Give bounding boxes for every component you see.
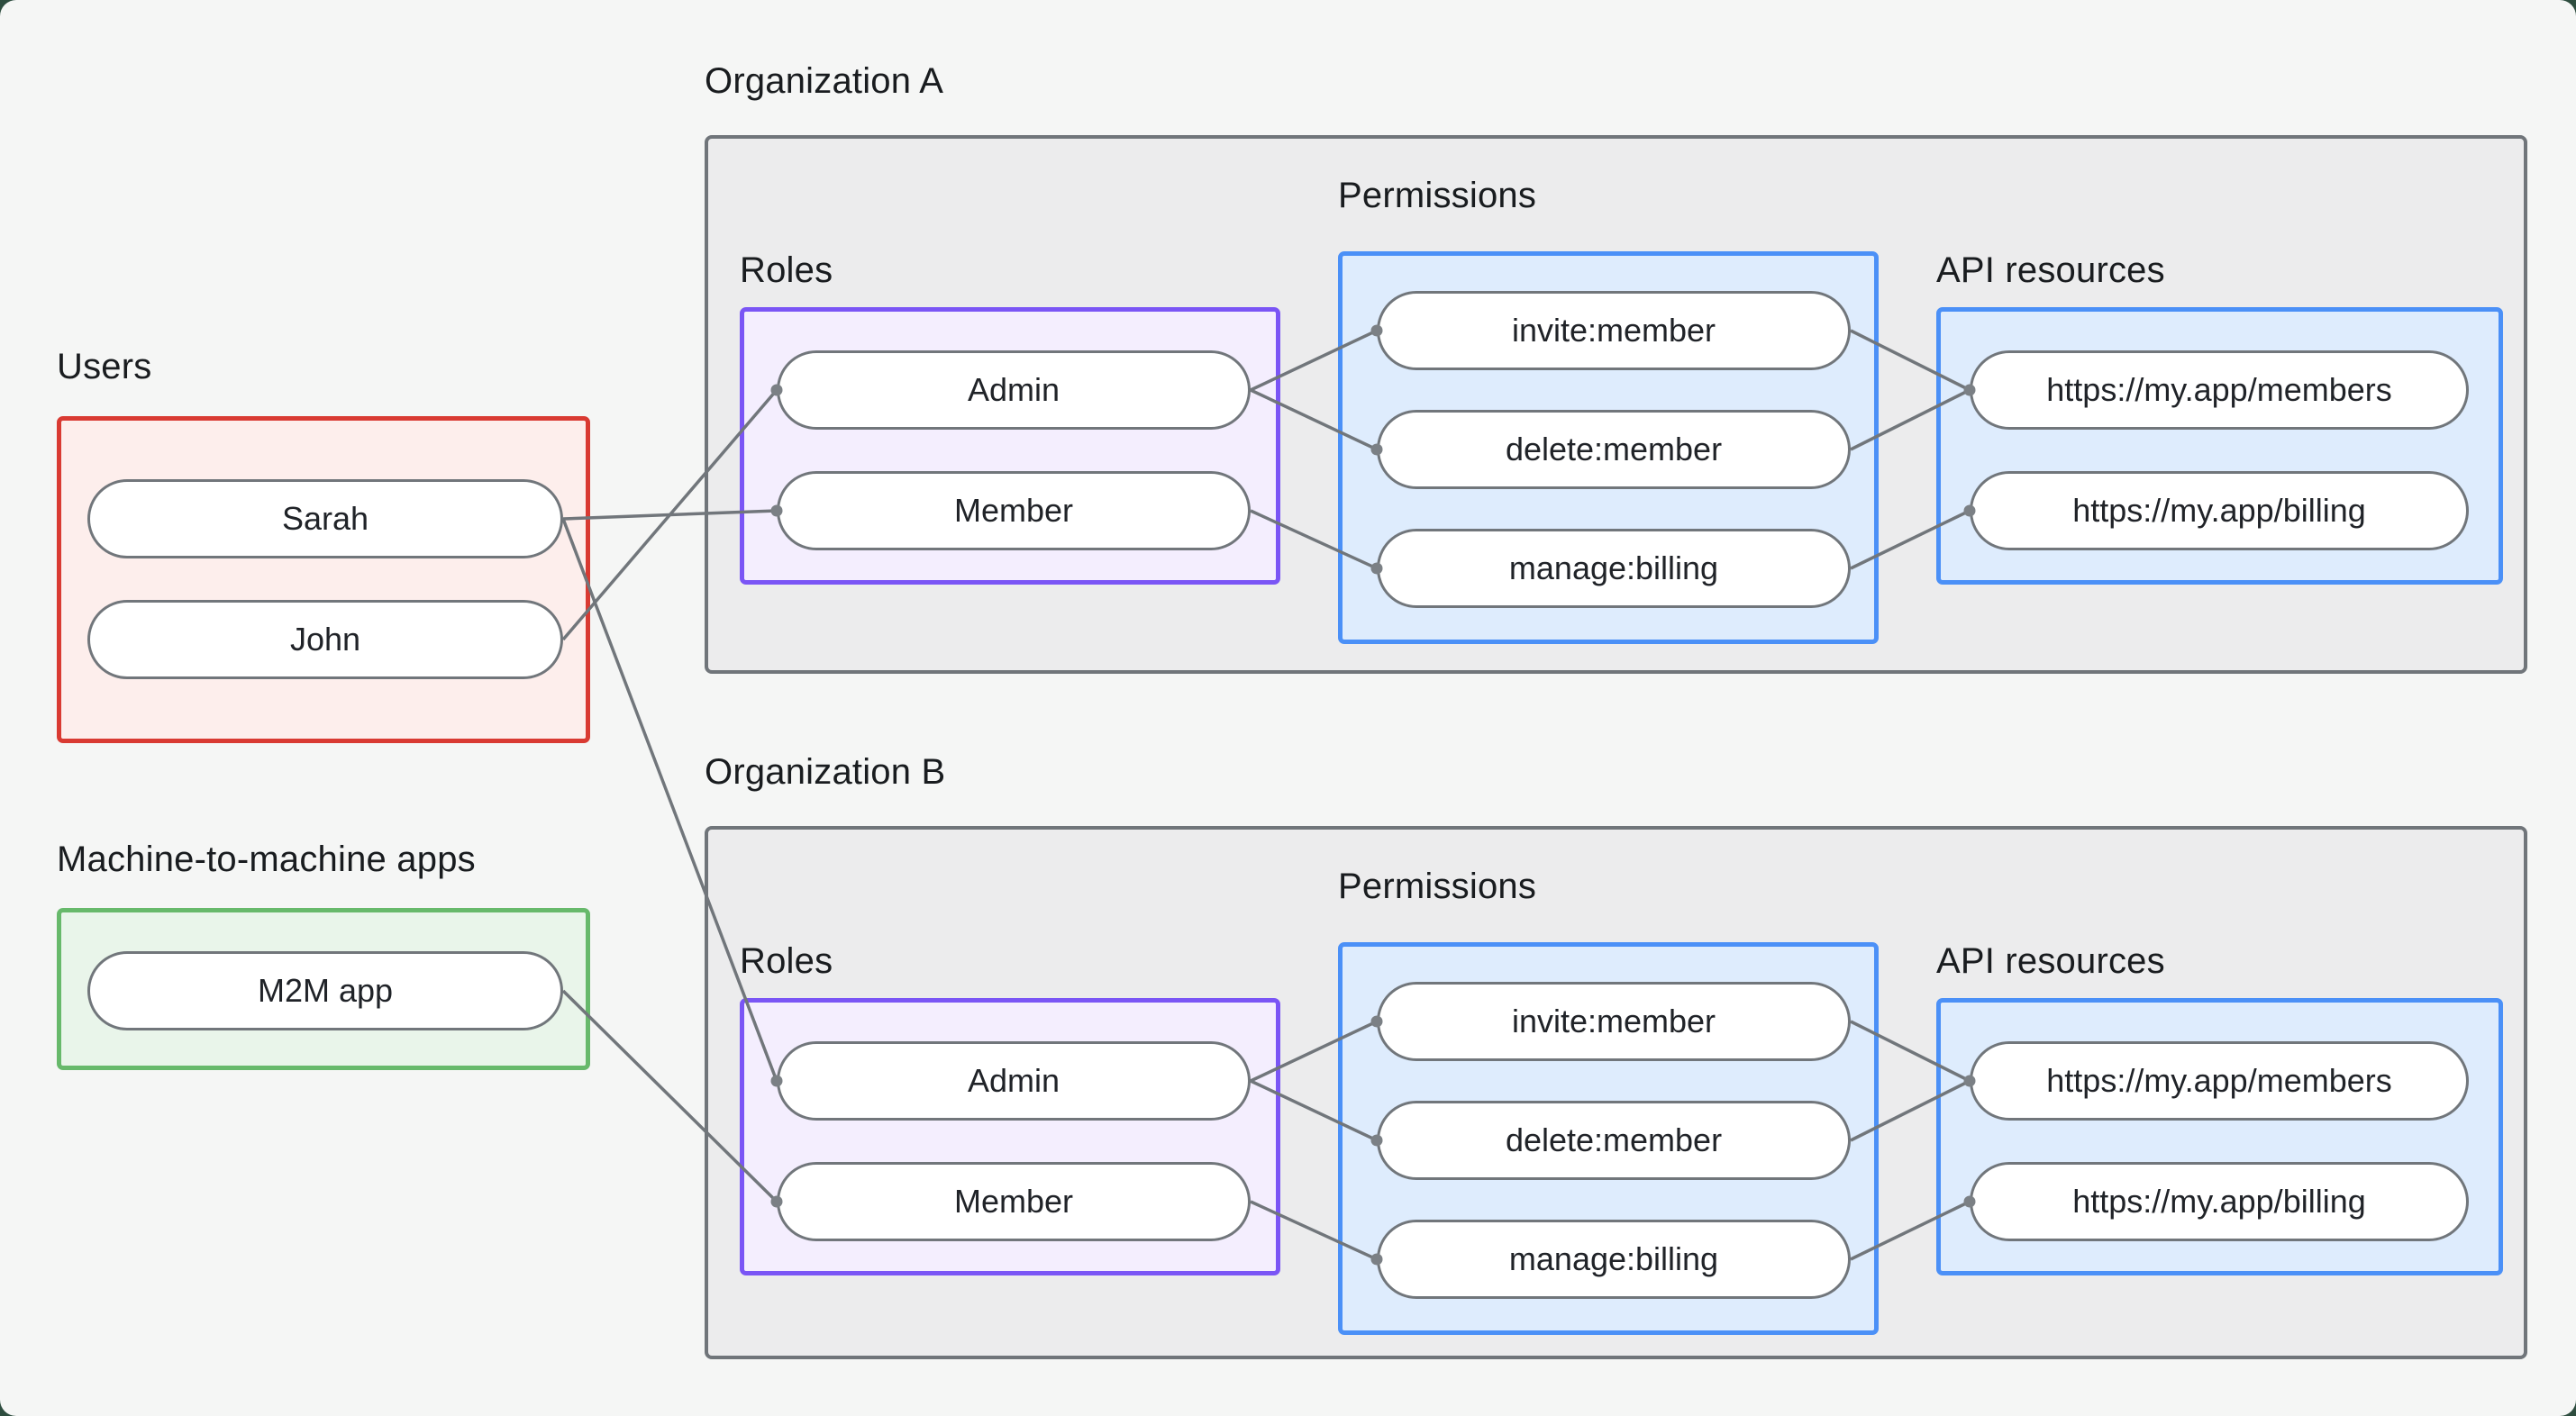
m2m-group-label: Machine-to-machine apps [57,840,476,879]
node-manage-billing-a: manage:billing [1377,529,1851,608]
node-manage-billing-b: manage:billing [1377,1220,1851,1299]
users-group-label: Users [57,347,152,386]
node-api-members-a: https://my.app/members [1970,350,2469,430]
org-a-label: Organization A [705,61,944,101]
org-b-permissions-label: Permissions [1338,867,1537,906]
node-sarah: Sarah [87,479,563,558]
org-a-permissions-label: Permissions [1338,176,1537,215]
node-api-billing-b: https://my.app/billing [1970,1162,2469,1241]
node-invite-member-b: invite:member [1377,982,1851,1061]
node-m2m-app: M2M app [87,951,563,1030]
node-member-a: Member [777,471,1251,550]
org-b-roles-label: Roles [740,941,833,981]
node-api-billing-a: https://my.app/billing [1970,471,2469,550]
node-api-members-b: https://my.app/members [1970,1041,2469,1121]
node-admin-a: Admin [777,350,1251,430]
org-b-api-resources-label: API resources [1936,941,2165,981]
node-delete-member-a: delete:member [1377,410,1851,489]
node-delete-member-b: delete:member [1377,1101,1851,1180]
users-group-box [57,416,590,743]
org-a-roles-label: Roles [740,250,833,290]
org-b-label: Organization B [705,752,946,792]
node-member-b: Member [777,1162,1251,1241]
node-john: John [87,600,563,679]
node-invite-member-a: invite:member [1377,291,1851,370]
node-admin-b: Admin [777,1041,1251,1121]
org-a-api-resources-label: API resources [1936,250,2165,290]
